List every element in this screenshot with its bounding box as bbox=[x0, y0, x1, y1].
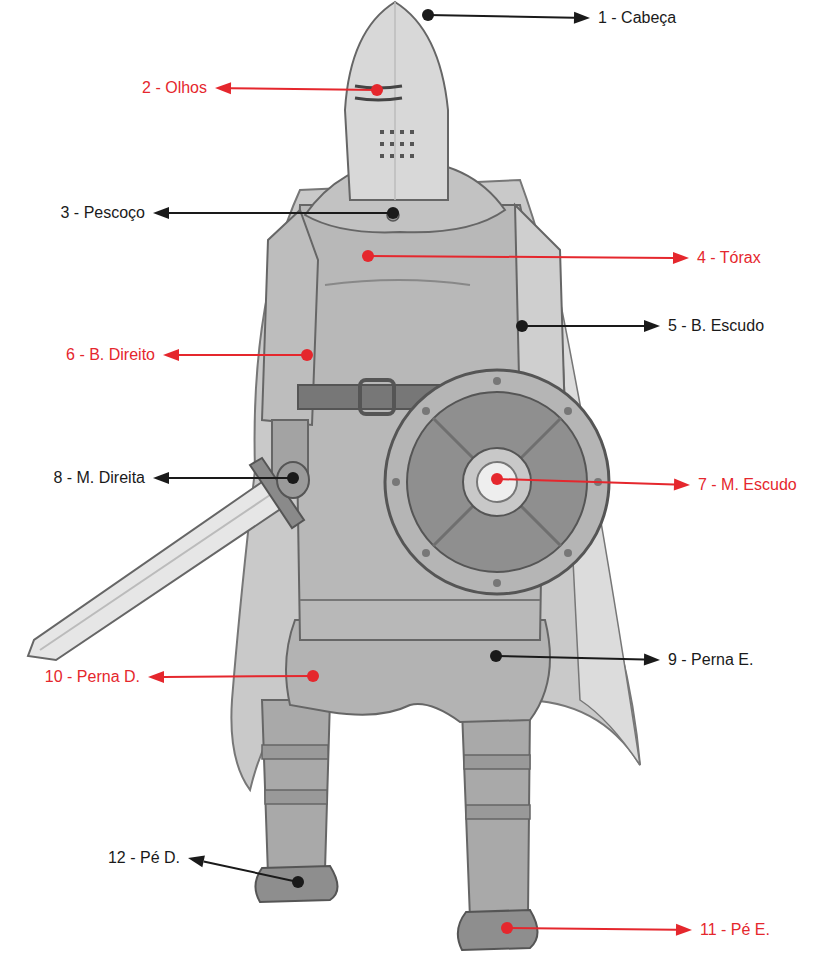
leader-arrowhead bbox=[644, 320, 660, 332]
leader-dot bbox=[307, 670, 319, 682]
leader-dot bbox=[491, 473, 503, 485]
leader-dot bbox=[490, 650, 502, 662]
leader-arrowhead bbox=[188, 856, 205, 868]
leader-arrowhead bbox=[153, 207, 169, 219]
leader-line bbox=[231, 88, 377, 90]
leader-arrowhead bbox=[674, 479, 690, 491]
callout-label: 12 - Pé D. bbox=[108, 848, 180, 868]
leader-line bbox=[204, 861, 298, 882]
leader-dot bbox=[362, 250, 374, 262]
leader-line bbox=[179, 354, 307, 356]
leader-line bbox=[169, 212, 393, 214]
leader-line bbox=[497, 479, 674, 485]
leader-dot bbox=[501, 922, 513, 934]
callout-label: 4 - Tórax bbox=[697, 248, 761, 268]
callout-label: 8 - M. Direita bbox=[53, 468, 145, 488]
leader-arrowhead bbox=[215, 82, 231, 94]
leader-line bbox=[368, 256, 673, 258]
leader-dot bbox=[516, 320, 528, 332]
callout-label: 9 - Perna E. bbox=[668, 650, 753, 670]
leader-dot bbox=[371, 84, 383, 96]
leader-dot bbox=[422, 9, 434, 21]
leader-dot bbox=[292, 876, 304, 888]
leader-line bbox=[164, 675, 313, 678]
callout-label: 7 - M. Escudo bbox=[698, 475, 797, 495]
callout-label: 1 - Cabeça bbox=[598, 8, 676, 28]
leader-dot bbox=[287, 472, 299, 484]
leader-arrowhead bbox=[148, 671, 164, 683]
leader-dot bbox=[301, 349, 313, 361]
leader-arrowhead bbox=[163, 349, 179, 361]
leader-line bbox=[496, 656, 644, 660]
callout-label: 3 - Pescoço bbox=[61, 203, 145, 223]
callout-label: 6 - B. Direito bbox=[66, 345, 155, 365]
leader-line bbox=[522, 325, 644, 327]
callout-label: 11 - Pé E. bbox=[700, 920, 770, 940]
leader-line bbox=[428, 15, 574, 18]
leader-arrowhead bbox=[644, 654, 660, 666]
leader-arrowhead bbox=[574, 12, 590, 24]
callout-label: 2 - Olhos bbox=[142, 78, 207, 98]
leader-line bbox=[507, 928, 676, 930]
leader-arrowhead bbox=[153, 472, 169, 484]
leader-dot bbox=[387, 207, 399, 219]
leader-arrowhead bbox=[673, 252, 689, 264]
leader-line bbox=[169, 477, 293, 479]
callout-label: 5 - B. Escudo bbox=[668, 316, 764, 336]
callout-label: 10 - Perna D. bbox=[45, 667, 140, 687]
leader-arrowhead bbox=[676, 924, 692, 936]
